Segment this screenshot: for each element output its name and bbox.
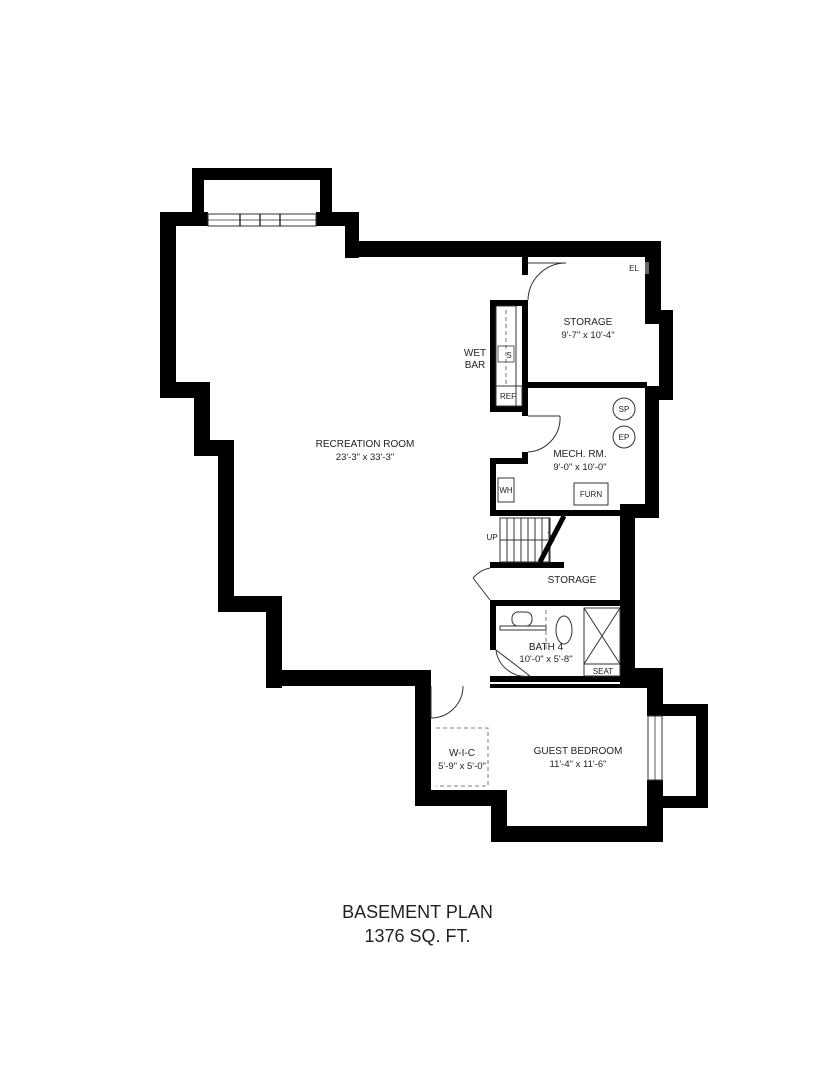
room-labels: RECREATION ROOM 23'-3" x 33'-3" STORAGE …: [316, 317, 623, 772]
water-heater-icon: [497, 477, 515, 503]
mech-room-dims: 9'-0" x 10'-0": [553, 462, 606, 473]
storage-mid-name: STORAGE: [548, 575, 597, 586]
bath-sink-icon: [511, 611, 533, 627]
shower-icon: [583, 607, 621, 677]
windows: [207, 213, 663, 781]
ejector-pit-icon: [612, 425, 636, 449]
guest-bedroom-name: GUEST BEDROOM: [534, 746, 623, 757]
ref-label: REF: [500, 392, 516, 401]
storage-top-name: STORAGE: [564, 317, 613, 328]
recreation-room-dims: 23'-3" x 33'-3": [336, 452, 394, 463]
wet-bar-label-1: WET: [464, 348, 486, 359]
storage-top-dims: 9'-7" x 10'-4": [561, 330, 614, 341]
wet-bar-label-2: BAR: [465, 360, 486, 371]
furnace-icon: [573, 482, 609, 506]
sink-label: S: [506, 351, 511, 360]
wic-name: W-I-C: [449, 748, 475, 759]
plan-title: BASEMENT PLAN: [342, 902, 493, 922]
walls: [160, 168, 708, 842]
el-label: EL: [629, 264, 639, 273]
plan-area: 1376 SQ. FT.: [364, 926, 471, 946]
fixtures: [436, 262, 649, 787]
seat-label: SEAT: [593, 667, 613, 676]
bath-name: BATH 4: [529, 642, 564, 653]
up-label: UP: [486, 533, 497, 542]
mech-room-name: MECH. RM.: [553, 449, 606, 460]
recreation-room-name: RECREATION ROOM: [316, 439, 415, 450]
wh-label: WH: [499, 486, 513, 495]
guest-bedroom-dims: 11'-4" x 11'-6": [549, 759, 606, 770]
wic-dims: 5'-9" x 5'-0": [438, 761, 486, 772]
sump-pump-icon: [612, 397, 636, 421]
stairs: [499, 514, 567, 564]
doors: [430, 262, 567, 719]
toilet-icon: [555, 615, 573, 645]
ep-label: EP: [619, 433, 630, 442]
bath-dims: 10'-0" x 5'-8": [519, 654, 572, 665]
furn-label: FURN: [580, 490, 602, 499]
sp-label: SP: [619, 405, 630, 414]
fixture-labels: WET BAR S REF EL SP EP WH FURN UP SEAT: [464, 264, 640, 676]
